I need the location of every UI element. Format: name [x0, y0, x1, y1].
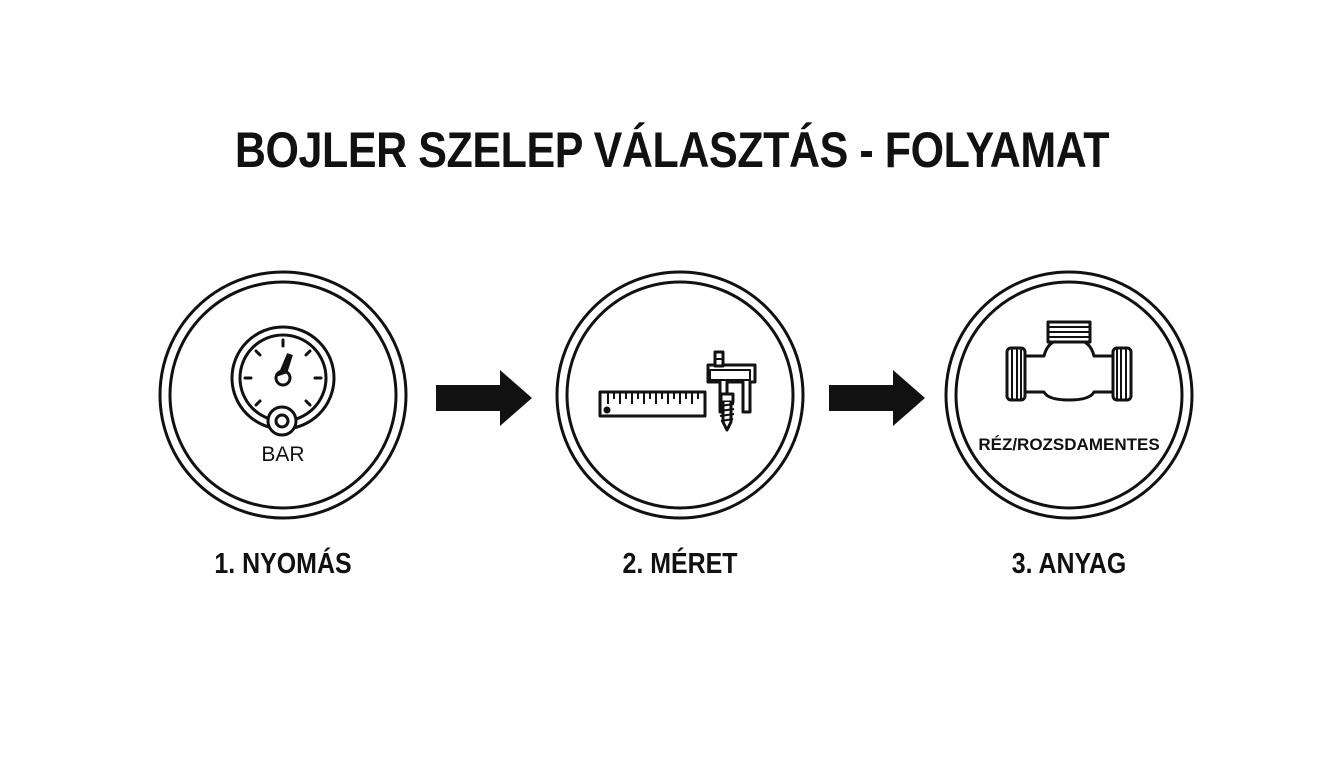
step-label-pressure: 1. NYOMÁS — [214, 548, 352, 580]
step-circle — [158, 270, 408, 520]
gauge-unit-label: BAR — [261, 443, 305, 466]
arrow-right-icon — [436, 370, 532, 426]
ruler-caliper-icon — [598, 350, 757, 432]
step-label-material: 3. ANYAG — [1011, 548, 1127, 580]
step-circle — [944, 270, 1194, 520]
step-pressure: BAR — [158, 270, 408, 520]
page-title: BOJLER SZELEP VÁLASZTÁS - FOLYAMAT — [234, 122, 1110, 178]
pipe-fitting-icon — [1005, 320, 1133, 402]
pressure-gauge-icon — [230, 325, 336, 437]
step-size — [555, 270, 805, 520]
material-label: RÉZ/ROZSDAMENTES — [978, 435, 1160, 454]
step-circle — [555, 270, 805, 520]
step-material: RÉZ/ROZSDAMENTES — [944, 270, 1194, 520]
arrow-right-icon — [829, 370, 925, 426]
step-label-size: 2. MÉRET — [622, 548, 738, 580]
